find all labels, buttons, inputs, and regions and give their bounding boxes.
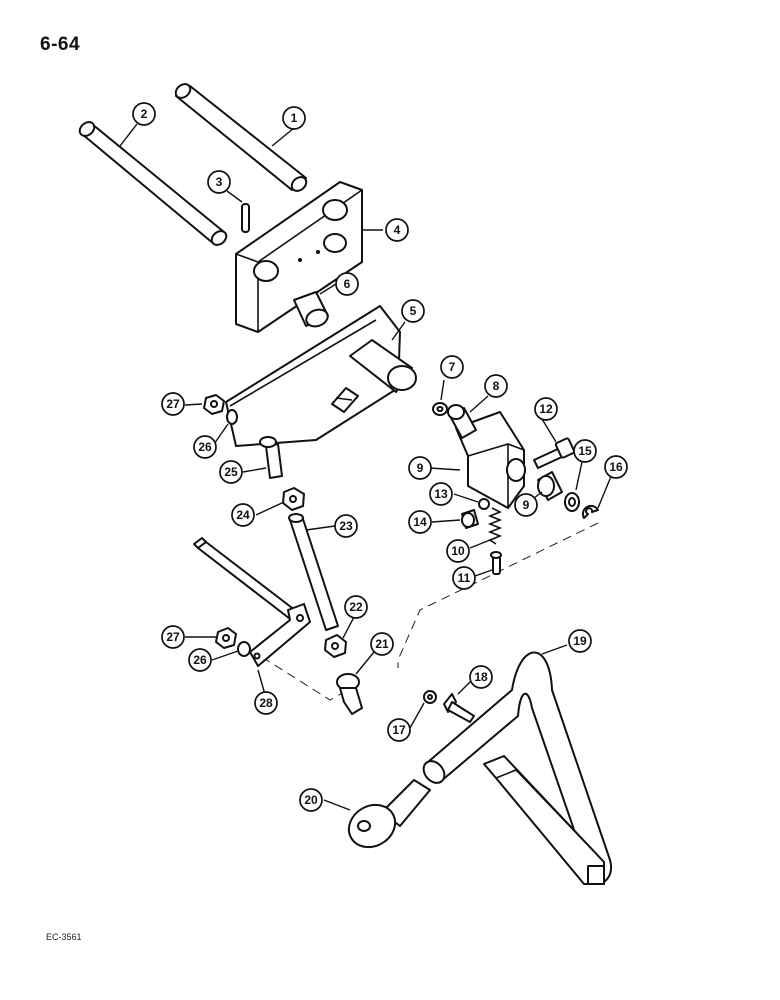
part-control-lever-19	[422, 651, 613, 885]
callout-13: 13	[429, 482, 453, 506]
callout-9-upper: 8	[484, 374, 508, 398]
svg-text:10: 10	[451, 544, 465, 558]
part-lever-plate-5	[225, 305, 417, 447]
callout-1: 1	[282, 106, 306, 130]
callout-11: 11	[452, 566, 476, 590]
part-washer-15	[564, 492, 580, 512]
figure-code: EC-3561	[46, 932, 82, 942]
part-bolt-18	[443, 693, 475, 723]
svg-text:12: 12	[539, 402, 553, 416]
svg-text:20: 20	[304, 793, 318, 807]
part-spring-10	[487, 507, 503, 545]
svg-text:13: 13	[434, 487, 448, 501]
svg-text:23: 23	[339, 519, 353, 533]
part-knob-20	[347, 779, 431, 849]
callout-22: 22	[344, 595, 368, 619]
part-crank-arm-28	[193, 537, 311, 667]
svg-text:8: 8	[493, 379, 500, 393]
svg-text:1: 1	[291, 111, 298, 125]
svg-text:5: 5	[410, 304, 417, 318]
svg-text:6: 6	[344, 277, 351, 291]
svg-text:4: 4	[394, 223, 401, 237]
part-nut-24	[282, 487, 305, 511]
callout-19: 19	[568, 629, 592, 653]
part-bracket-8	[455, 411, 526, 509]
part-plug-14	[461, 509, 479, 529]
svg-text:22: 22	[349, 600, 363, 614]
callout-20: 20	[299, 788, 323, 812]
callout-23: 23	[334, 514, 358, 538]
callouts: 1 2 3 4 5 6 7 8 9 9 10 11 12 13 14 15 16…	[132, 102, 628, 812]
svg-text:27: 27	[166, 397, 180, 411]
callout-28: 28	[254, 691, 278, 715]
part-pin-3	[241, 203, 250, 233]
svg-text:16: 16	[609, 460, 623, 474]
callout-6: 6	[335, 272, 359, 296]
callout-8: 9	[408, 456, 432, 480]
callout-18: 18	[469, 665, 493, 689]
svg-text:14: 14	[413, 515, 427, 529]
part-washer-17	[423, 690, 437, 704]
callout-16: 16	[604, 455, 628, 479]
part-washer-7	[432, 402, 448, 416]
part-rod-1	[174, 83, 308, 192]
callout-9-lower: 9	[514, 493, 538, 517]
svg-text:26: 26	[193, 653, 207, 667]
svg-text:24: 24	[236, 508, 250, 522]
callout-26-lower: 26	[188, 648, 212, 672]
svg-text:28: 28	[259, 696, 273, 710]
callout-24: 24	[231, 503, 255, 527]
callout-27-lower: 27	[161, 625, 185, 649]
svg-text:19: 19	[573, 634, 587, 648]
callout-14: 14	[408, 510, 432, 534]
part-clip-16	[581, 504, 599, 519]
svg-text:21: 21	[375, 637, 389, 651]
callout-2: 2	[132, 102, 156, 126]
callout-3: 3	[207, 170, 231, 194]
svg-text:18: 18	[474, 670, 488, 684]
callout-10: 10	[446, 539, 470, 563]
svg-text:27: 27	[166, 630, 180, 644]
callout-17: 17	[387, 718, 411, 742]
part-ball-13	[478, 498, 490, 510]
svg-text:15: 15	[578, 444, 592, 458]
part-nut-22	[324, 634, 347, 658]
svg-text:2: 2	[141, 107, 148, 121]
part-stud-25	[259, 436, 283, 479]
svg-text:3: 3	[216, 175, 223, 189]
part-washer-26-upper	[226, 409, 238, 425]
part-nut-27-upper	[203, 394, 225, 415]
callout-26-upper: 26	[193, 435, 217, 459]
page-number: 6-64	[40, 34, 81, 55]
part-nut-27-lower	[215, 627, 237, 649]
callout-5: 5	[401, 299, 425, 323]
part-bolt-12	[533, 437, 576, 469]
part-washer-26-lower	[237, 641, 251, 657]
svg-text:26: 26	[198, 440, 212, 454]
callout-leaders	[119, 123, 613, 811]
callout-25: 25	[219, 460, 243, 484]
part-screw-11	[490, 551, 502, 575]
callout-12: 12	[534, 397, 558, 421]
callout-7: 7	[440, 355, 464, 379]
callout-27-upper: 27	[161, 392, 185, 416]
part-plate-4	[235, 181, 363, 333]
svg-text:17: 17	[392, 723, 406, 737]
svg-text:9: 9	[523, 498, 530, 512]
svg-text:7: 7	[449, 360, 456, 374]
part-bushing-9-lower	[537, 471, 563, 501]
svg-text:11: 11	[458, 571, 471, 585]
part-bushing-6	[293, 291, 329, 328]
callout-15: 15	[573, 439, 597, 463]
svg-text:9: 9	[417, 461, 424, 475]
part-ball-joint-21	[336, 673, 363, 715]
svg-text:25: 25	[224, 465, 238, 479]
callout-21: 21	[370, 632, 394, 656]
part-bushing-9-upper	[447, 404, 477, 439]
part-rod-2	[78, 121, 228, 246]
part-link-rod-23	[288, 513, 339, 631]
callout-4: 4	[385, 218, 409, 242]
